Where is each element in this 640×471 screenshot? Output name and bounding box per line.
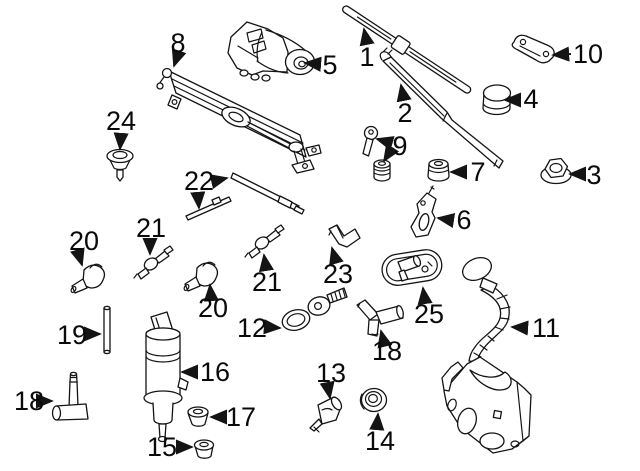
part-washer-nozzle-right <box>183 261 219 292</box>
part-hose-pipe-long <box>230 172 305 215</box>
callout-21-left[interactable]: 21 <box>136 213 166 256</box>
part-hose-pipe-short <box>185 196 232 221</box>
part-grommet-14 <box>359 387 388 413</box>
part-mounting-bracket <box>410 185 437 238</box>
callout-17[interactable]: 17 <box>209 402 256 432</box>
svg-text:16[interactable]: 16 <box>200 357 230 387</box>
callout-21-right[interactable]: 21 <box>252 253 282 297</box>
svg-text:20[interactable]: 20 <box>198 293 228 323</box>
callout-4[interactable]: 4 <box>503 84 539 114</box>
callout-22[interactable]: 22 <box>184 166 229 210</box>
svg-text:23[interactable]: 23 <box>323 259 353 289</box>
callout-13[interactable]: 13 <box>316 358 346 400</box>
svg-text:20[interactable]: 20 <box>69 226 99 256</box>
svg-text:7[interactable]: 7 <box>470 157 485 187</box>
callout-19[interactable]: 19 <box>57 320 102 350</box>
svg-text:18[interactable]: 18 <box>14 386 44 416</box>
svg-text:5[interactable]: 5 <box>322 50 337 80</box>
callout-23[interactable]: 23 <box>323 246 353 289</box>
callout-3[interactable]: 3 <box>568 160 602 190</box>
svg-text:12[interactable]: 12 <box>237 313 267 343</box>
callout-16[interactable]: 16 <box>180 357 230 387</box>
callout-20-left[interactable]: 20 <box>69 226 99 267</box>
svg-text:8[interactable]: 8 <box>170 28 185 58</box>
callout-2[interactable]: 2 <box>396 83 413 128</box>
part-hose-elbow-nozzle <box>51 371 89 421</box>
part-grommet-17 <box>187 406 209 427</box>
callout-15[interactable]: 15 <box>147 432 194 462</box>
part-pivot-bushing <box>373 159 391 182</box>
part-wiper-arm <box>379 47 504 169</box>
part-pivot-pin <box>362 125 379 157</box>
callout-7[interactable]: 7 <box>449 157 486 187</box>
svg-text:22[interactable]: 22 <box>184 166 214 196</box>
part-elbow-connector <box>328 224 361 248</box>
svg-text:19[interactable]: 19 <box>57 320 87 350</box>
svg-text:14[interactable]: 14 <box>365 426 395 456</box>
svg-text:15[interactable]: 15 <box>147 432 177 462</box>
part-flange-nut <box>540 157 572 185</box>
svg-text:11[interactable]: 11 <box>532 313 560 343</box>
part-hose-tube <box>103 305 111 355</box>
callout-5[interactable]: 5 <box>303 50 338 80</box>
svg-text:9[interactable]: 9 <box>392 131 407 161</box>
svg-text:25[interactable]: 25 <box>414 299 444 329</box>
part-check-valve-13 <box>309 396 343 433</box>
callout-8[interactable]: 8 <box>170 28 187 68</box>
svg-text:3[interactable]: 3 <box>586 160 601 190</box>
part-washer-nozzle-left <box>70 263 106 294</box>
callout-9[interactable]: 9 <box>375 131 408 163</box>
callout-14[interactable]: 14 <box>365 412 395 456</box>
part-washer-pump <box>143 311 189 443</box>
callout-12[interactable]: 12 <box>237 313 282 343</box>
callout-18-right[interactable]: 18 <box>372 329 402 366</box>
part-washer-jet-assembly <box>281 287 348 332</box>
svg-text:10[interactable]: 10 <box>573 39 603 69</box>
part-link-strap <box>511 34 555 64</box>
callout-6[interactable]: 6 <box>436 205 472 235</box>
callout-11[interactable]: 11 <box>510 313 560 343</box>
svg-text:21[interactable]: 21 <box>252 267 282 297</box>
part-wiper-linkage <box>156 67 322 174</box>
part-inline-valve-right <box>244 224 285 259</box>
svg-text:4[interactable]: 4 <box>523 84 538 114</box>
svg-text:6[interactable]: 6 <box>456 205 471 235</box>
svg-text:13[interactable]: 13 <box>316 358 346 388</box>
part-washer-reservoir <box>441 256 532 454</box>
svg-text:1[interactable]: 1 <box>359 42 374 72</box>
svg-text:18[interactable]: 18 <box>372 336 402 366</box>
svg-text:17[interactable]: 17 <box>226 402 256 432</box>
part-nozzle-cover <box>381 249 443 286</box>
callout-18-left[interactable]: 18 <box>14 386 54 416</box>
callout-25[interactable]: 25 <box>414 286 444 329</box>
part-wiper-motor <box>227 21 316 82</box>
part-grommet-15 <box>193 439 215 459</box>
part-bushing-grommet <box>427 158 450 182</box>
callout-10[interactable]: 10 <box>551 39 603 69</box>
part-retainer-clip <box>106 148 134 182</box>
svg-text:24[interactable]: 24 <box>106 106 136 136</box>
callout-24[interactable]: 24 <box>106 106 136 151</box>
svg-text:2[interactable]: 2 <box>397 98 412 128</box>
part-inline-valve-left <box>133 245 174 280</box>
svg-text:21[interactable]: 21 <box>136 213 166 243</box>
callout-1[interactable]: 1 <box>359 27 375 72</box>
callout-20-right[interactable]: 20 <box>198 283 228 323</box>
part-hose-tee-connector <box>356 299 404 337</box>
